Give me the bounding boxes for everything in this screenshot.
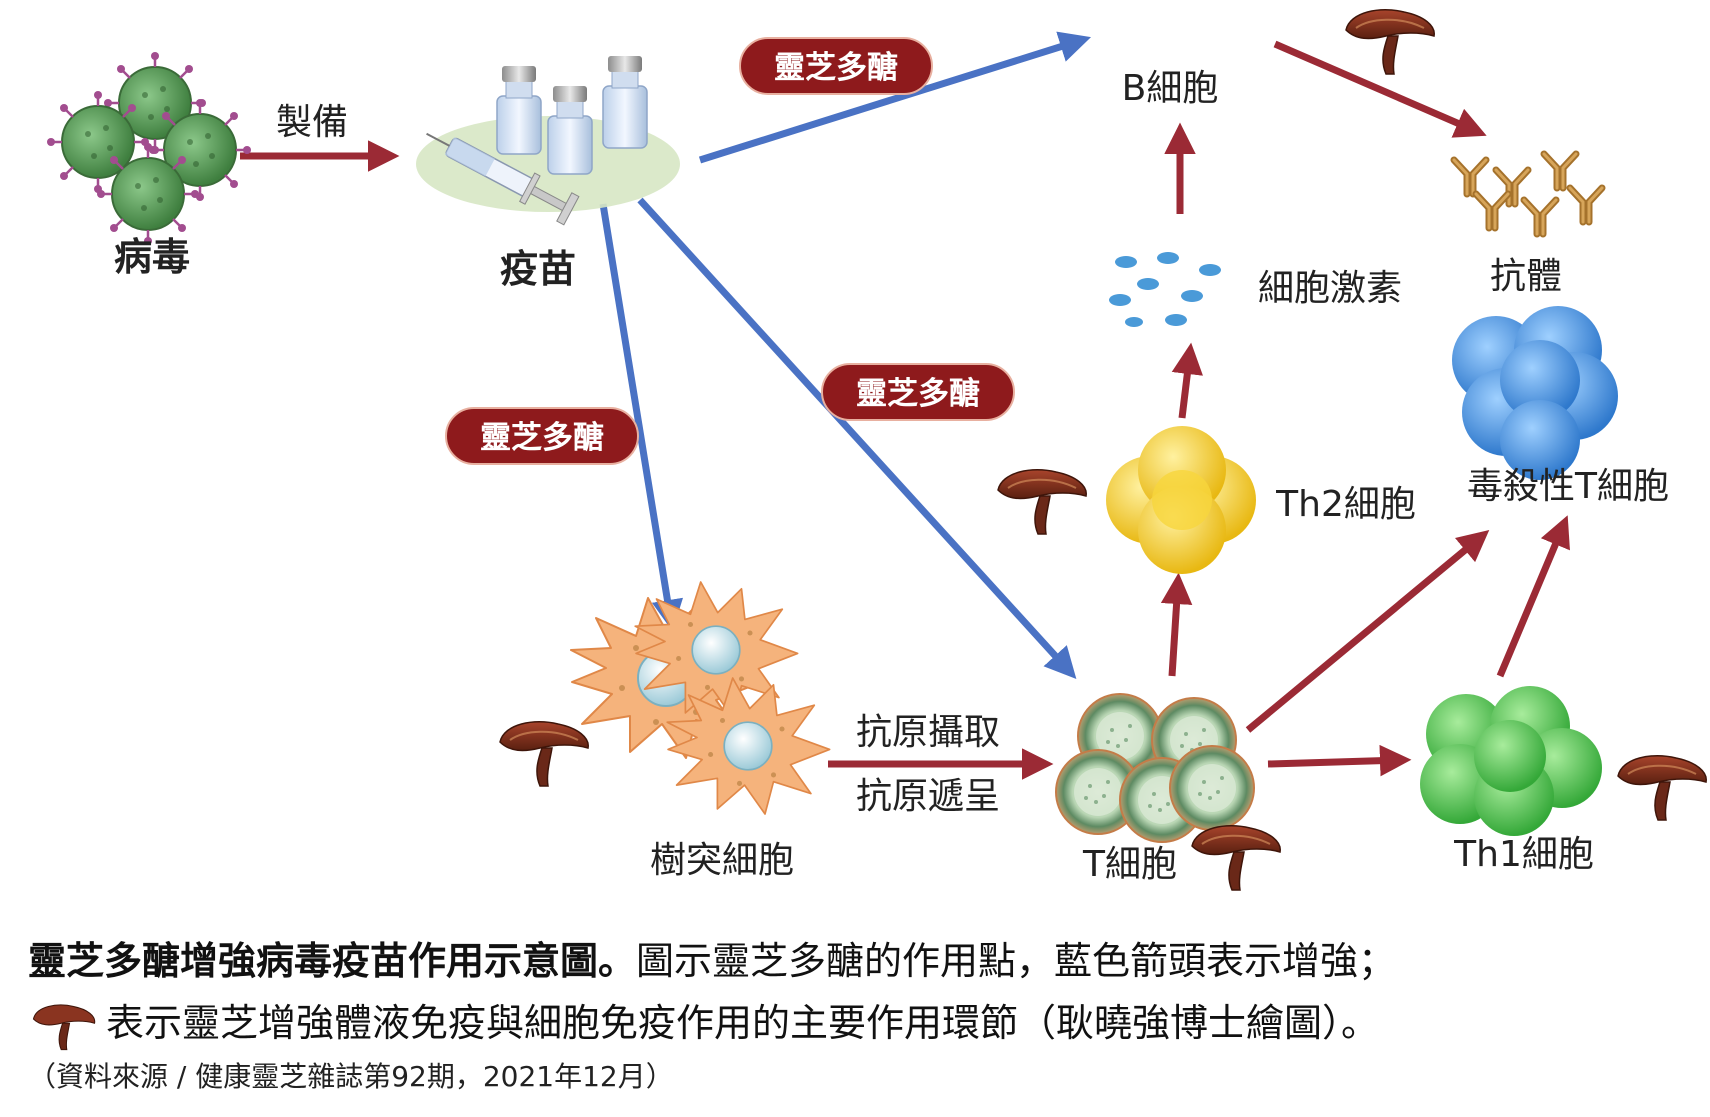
label-cytotoxic-t: 毒殺性T細胞 — [1467, 466, 1669, 507]
reishi-mushroom-icon — [1345, 8, 1436, 75]
vaccine-diagram: 病毒 製備 疫苗 靈 — [45, 8, 1708, 891]
label-prepare: 製備 — [276, 102, 348, 143]
virus-cluster-icon — [45, 50, 253, 247]
caption-text-2: 表示靈芝增強體液免疫與細胞免疫作用的主要作用環節（耿曉強博士繪圖）。 — [106, 1001, 1380, 1045]
svg-text:靈芝多醣: 靈芝多醣 — [480, 420, 604, 456]
label-cytokine: 細胞激素 — [1258, 268, 1402, 309]
caption-text-1: 圖示靈芝多醣的作用點，藍色箭頭表示增強； — [636, 939, 1397, 983]
label-th2: Th2細胞 — [1275, 484, 1416, 525]
reishi-mushroom-icon — [1191, 824, 1282, 891]
badge-reishi-polysaccharide-top: 靈芝多醣 — [739, 37, 933, 95]
label-antibody: 抗體 — [1490, 256, 1562, 297]
label-th1: Th1細胞 — [1453, 834, 1594, 875]
badge-reishi-polysaccharide-middle: 靈芝多醣 — [821, 363, 1015, 421]
th2-cell-icon — [1106, 426, 1256, 574]
reishi-mushroom-icon — [1617, 754, 1708, 821]
arrow-vaccine-to-tcell — [637, 197, 1077, 679]
arrow-th2-to-cytokine — [1171, 342, 1203, 419]
reishi-mushroom-icon — [32, 1003, 96, 1050]
arrows — [240, 31, 1570, 780]
caption-line-2: 表示靈芝增強體液免疫與細胞免疫作用的主要作用環節（耿曉強博士繪圖）。 — [28, 992, 1688, 1054]
th1-cell-icon — [1420, 686, 1602, 836]
label-dendritic: 樹突細胞 — [650, 840, 794, 881]
svg-text:靈芝多醣: 靈芝多醣 — [856, 376, 980, 412]
dendritic-cell-icon — [570, 581, 831, 815]
label-t-cell: T細胞 — [1082, 844, 1177, 885]
cytokine-dots-icon — [1109, 252, 1221, 327]
cytotoxic-t-cell-icon — [1452, 306, 1618, 480]
arrow-vaccine-to-bcell — [698, 31, 1092, 164]
arrow-tcell-to-th2 — [1160, 572, 1193, 677]
arrow-tcell-to-cytotoxic — [1245, 529, 1490, 733]
badge-reishi-polysaccharide-left: 靈芝多醣 — [445, 407, 639, 465]
label-antigen-uptake: 抗原攝取 — [856, 712, 1000, 753]
caption-line-1: 靈芝多醣增強病毒疫苗作用示意圖。圖示靈芝多醣的作用點，藍色箭頭表示增強； — [28, 930, 1688, 992]
label-b-cell: B細胞 — [1122, 68, 1219, 109]
label-virus: 病毒 — [114, 235, 190, 279]
reishi-mushroom-icon — [499, 720, 590, 787]
reishi-mushroom-icon — [997, 468, 1088, 535]
caption-title: 靈芝多醣增強病毒疫苗作用示意圖。 — [28, 939, 637, 983]
arrow-th1-to-cytotoxic — [1496, 515, 1570, 678]
label-vaccine: 疫苗 — [500, 247, 576, 291]
svg-text:靈芝多醣: 靈芝多醣 — [774, 50, 898, 86]
antibody-icon — [1454, 154, 1602, 234]
label-antigen-present: 抗原遞呈 — [856, 776, 1000, 817]
vaccine-vials-icon — [416, 56, 680, 226]
arrow-tcell-to-th1 — [1267, 744, 1412, 777]
t-cell-icon — [1055, 693, 1255, 843]
arrow-vaccine-to-dendritic — [599, 203, 684, 632]
caption-source: （資料來源 / 健康靈芝雜誌第92期，2021年12月） — [28, 1060, 674, 1093]
arrow-bcell-to-antibody — [1273, 40, 1487, 138]
caption: 靈芝多醣增強病毒疫苗作用示意圖。圖示靈芝多醣的作用點，藍色箭頭表示增強； 表示靈… — [28, 930, 1688, 1100]
